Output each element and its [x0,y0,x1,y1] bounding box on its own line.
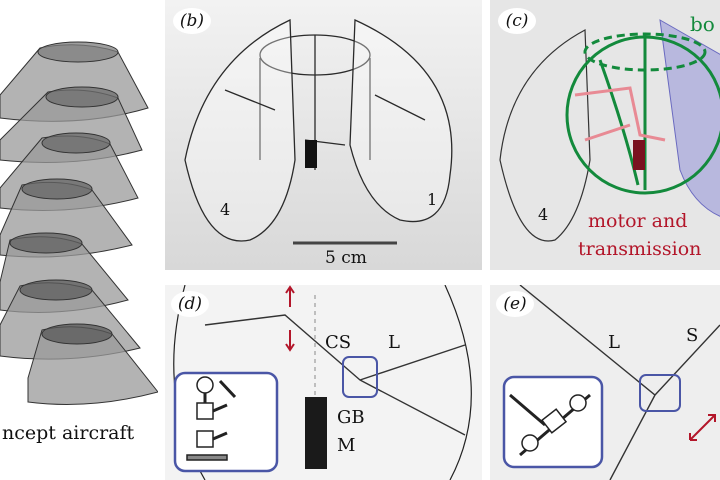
cone-7 [27,323,158,405]
motor-body [305,140,317,168]
left-wing-outline [499,29,591,242]
panel-c-mark-left: 4 [538,205,549,224]
label-m: M [337,435,356,456]
prototype-photo [165,0,482,270]
vertical-motion-arrow [285,285,295,352]
label-cs: CS [325,332,352,353]
annotated-prototype [490,0,720,270]
panel-a-caption: ncept aircraft [2,422,135,444]
left-wing [184,18,296,242]
panel-e: (e) L S [490,285,720,480]
panel-d-label: (d) [171,291,209,317]
label-e-l: L [608,332,620,353]
motor-label-line1: motor and [588,210,688,232]
panel-b-label: (b) [173,8,211,34]
panel-c: (c) bo 4 motor and transmission [490,0,720,270]
panel-b: (b) 4 1 5 cm [165,0,482,270]
closeup-photo-e [490,285,720,480]
right-wing [349,19,453,223]
motor-label-line2: transmission [578,238,702,260]
closeup-photo-d [165,285,482,480]
scale-label: 5 cm [325,248,367,268]
motor [633,140,645,170]
wing-overlay [659,19,720,217]
panel-c-label: (c) [498,8,536,34]
label-l: L [388,332,400,353]
joint-highlight-box [639,374,681,412]
panel-b-mark-right: 1 [427,190,438,209]
panel-b-mark-left: 4 [220,200,231,219]
gearbox-motor [305,397,327,469]
label-gb: GB [337,407,365,428]
cone-stack-illustration [0,41,158,405]
body-label: bo [690,12,715,36]
cs-highlight-box [342,356,378,398]
transmission-links [574,86,666,142]
label-e-s: S [686,325,699,346]
panel-d: (d) CS L GB M [165,285,482,480]
panel-e-label: (e) [496,291,534,317]
diagonal-motion-arrow [689,414,716,441]
panel-a: ncept aircraft [0,0,158,480]
